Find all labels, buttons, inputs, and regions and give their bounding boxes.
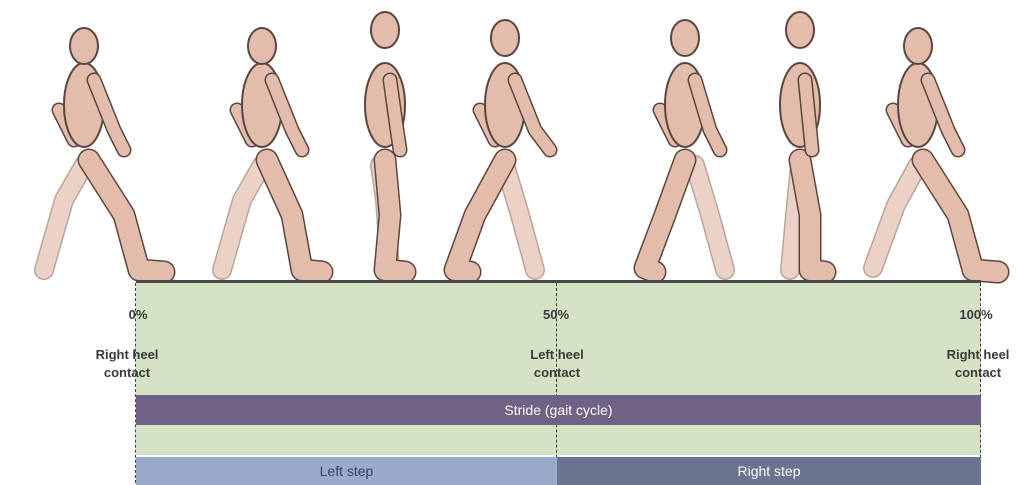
walking-figure-1	[44, 28, 164, 272]
walking-figure-3	[365, 12, 405, 272]
event-label-left-heel-contact: Left heel contact	[530, 346, 583, 382]
walking-figure-2	[222, 28, 322, 272]
walking-figures	[0, 0, 1016, 290]
right-step-label: Right step	[737, 463, 800, 479]
stride-label: Stride (gait cycle)	[504, 402, 612, 418]
left-step-label: Left step	[320, 463, 374, 479]
stride-bar: Stride (gait cycle)	[136, 395, 981, 425]
percent-label-0: 0%	[129, 307, 148, 322]
walking-figure-7	[873, 28, 998, 272]
event-line-2: contact	[530, 364, 583, 382]
walking-figure-6	[780, 12, 825, 272]
event-line-2: contact	[96, 364, 159, 382]
percent-label-100: 100%	[959, 307, 992, 322]
walking-figure-4	[455, 20, 550, 272]
event-line-1: Right heel	[947, 346, 1010, 364]
left-step-bar: Left step	[136, 457, 557, 485]
event-label-right-heel-contact-start: Right heel contact	[96, 346, 159, 382]
event-label-right-heel-contact-end: Right heel contact	[947, 346, 1010, 382]
walking-figure-5	[645, 20, 725, 272]
percent-label-50: 50%	[543, 307, 569, 322]
event-line-2: contact	[947, 364, 1010, 382]
event-line-1: Left heel	[530, 346, 583, 364]
event-line-1: Right heel	[96, 346, 159, 364]
right-step-bar: Right step	[557, 457, 981, 485]
